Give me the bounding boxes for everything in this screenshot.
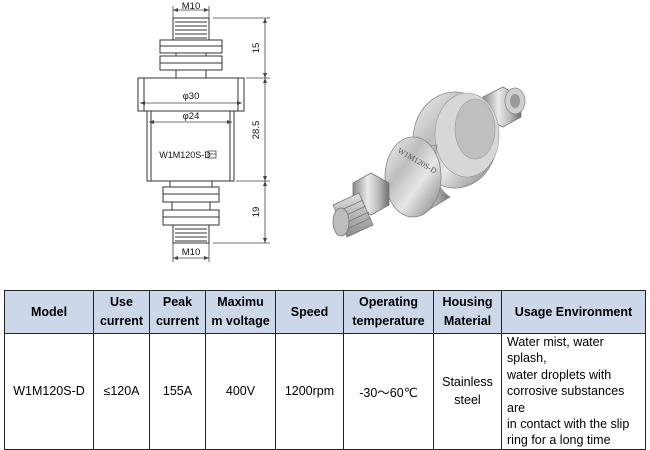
cell-model: W1M120S-D [4, 333, 94, 450]
cell-use-current: ≤120A [93, 333, 150, 450]
product-photo: W1M120S-D [332, 86, 526, 238]
cell-peak-current: 155A [149, 333, 206, 450]
cell-max-voltage: 400V [205, 333, 276, 450]
cell-speed: 1200rpm [275, 333, 344, 450]
dim-top-height: 15 [251, 43, 262, 54]
top-thread-label: M10 [182, 1, 200, 12]
dim-body-height: 28.5 [251, 121, 262, 140]
header-speed: Speed [275, 290, 344, 334]
bottom-thread-label: M10 [182, 247, 200, 258]
logo-mark-icon [207, 150, 217, 159]
cell-temperature: -30～60℃ [343, 333, 434, 450]
bottom-nut [162, 180, 220, 226]
top-nut [159, 39, 223, 79]
header-usage-environment: Usage Environment [501, 290, 646, 334]
cell-usage-environment: Water mist, water splash, water droplets… [501, 333, 646, 450]
outer-diameter-label: φ30 [183, 91, 200, 102]
model-engraving: W1M120S-D [159, 150, 211, 160]
header-model: Model [4, 290, 94, 334]
bottom-thread-stud [172, 224, 210, 244]
top-thread-stud [172, 17, 210, 41]
body-diameter-label: φ24 [183, 111, 200, 122]
technical-drawing: M10 M10 φ30 φ24 W1M120S-D 15 28.5 19 [137, 1, 270, 262]
photo-body: W1M120S-D [384, 136, 451, 218]
photo-bottom-thread [332, 192, 374, 238]
table-row: W1M120S-D ≤120A 155A 400V 1200rpm -30～60… [4, 333, 646, 450]
dim-bottom-height: 19 [251, 207, 262, 218]
